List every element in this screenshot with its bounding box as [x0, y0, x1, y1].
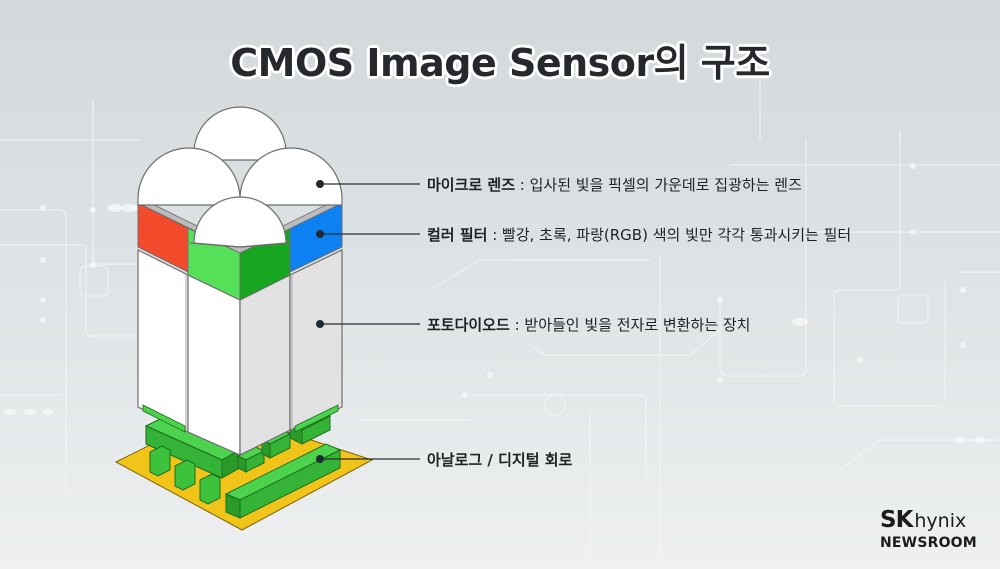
lens-marker-dot — [316, 180, 324, 188]
logo-brand-suffix: hynix — [914, 510, 967, 532]
photodiode-marker-dot — [316, 320, 324, 328]
label-term: 아날로그 / 디지털 회로 — [427, 451, 573, 469]
label-separator: : — [515, 176, 530, 194]
leader-lines — [320, 183, 420, 460]
page-title: CMOS Image Sensor의 구조 — [230, 41, 770, 85]
label-separator: : — [487, 226, 503, 244]
label-separator: : — [509, 316, 525, 334]
label-color-filter: 컬러 필터 : 빨강, 초록, 파랑(RGB) 색의 빛만 각각 통과시키는 필… — [427, 224, 851, 245]
logo-subtitle: NEWSROOM — [880, 535, 977, 551]
photodiode — [137, 249, 343, 456]
label-photodiode: 포토다이오드 : 받아들인 빛을 전자로 변환하는 장치 — [427, 314, 750, 335]
label-description: 입사된 빛을 픽셀의 가운데로 집광하는 렌즈 — [529, 176, 802, 194]
logo-brand: SK — [880, 507, 913, 533]
label-term: 포토다이오드 — [427, 316, 510, 334]
label-description: 빨강, 초록, 파랑(RGB) 색의 빛만 각각 통과시키는 필터 — [502, 226, 852, 244]
label-analog-digital-circuit: 아날로그 / 디지털 회로 — [427, 449, 572, 470]
label-term: 마이크로 렌즈 — [427, 176, 516, 194]
filter-marker-dot — [316, 230, 324, 238]
label-term: 컬러 필터 — [427, 226, 488, 244]
micro-lens — [137, 106, 343, 248]
label-micro-lens: 마이크로 렌즈 : 입사된 빛을 픽셀의 가운데로 집광하는 렌즈 — [427, 174, 802, 195]
label-description: 받아들인 빛을 전자로 변환하는 장치 — [524, 316, 751, 334]
circuit-marker-dot — [316, 455, 324, 463]
analog-digital-circuit — [114, 409, 374, 531]
